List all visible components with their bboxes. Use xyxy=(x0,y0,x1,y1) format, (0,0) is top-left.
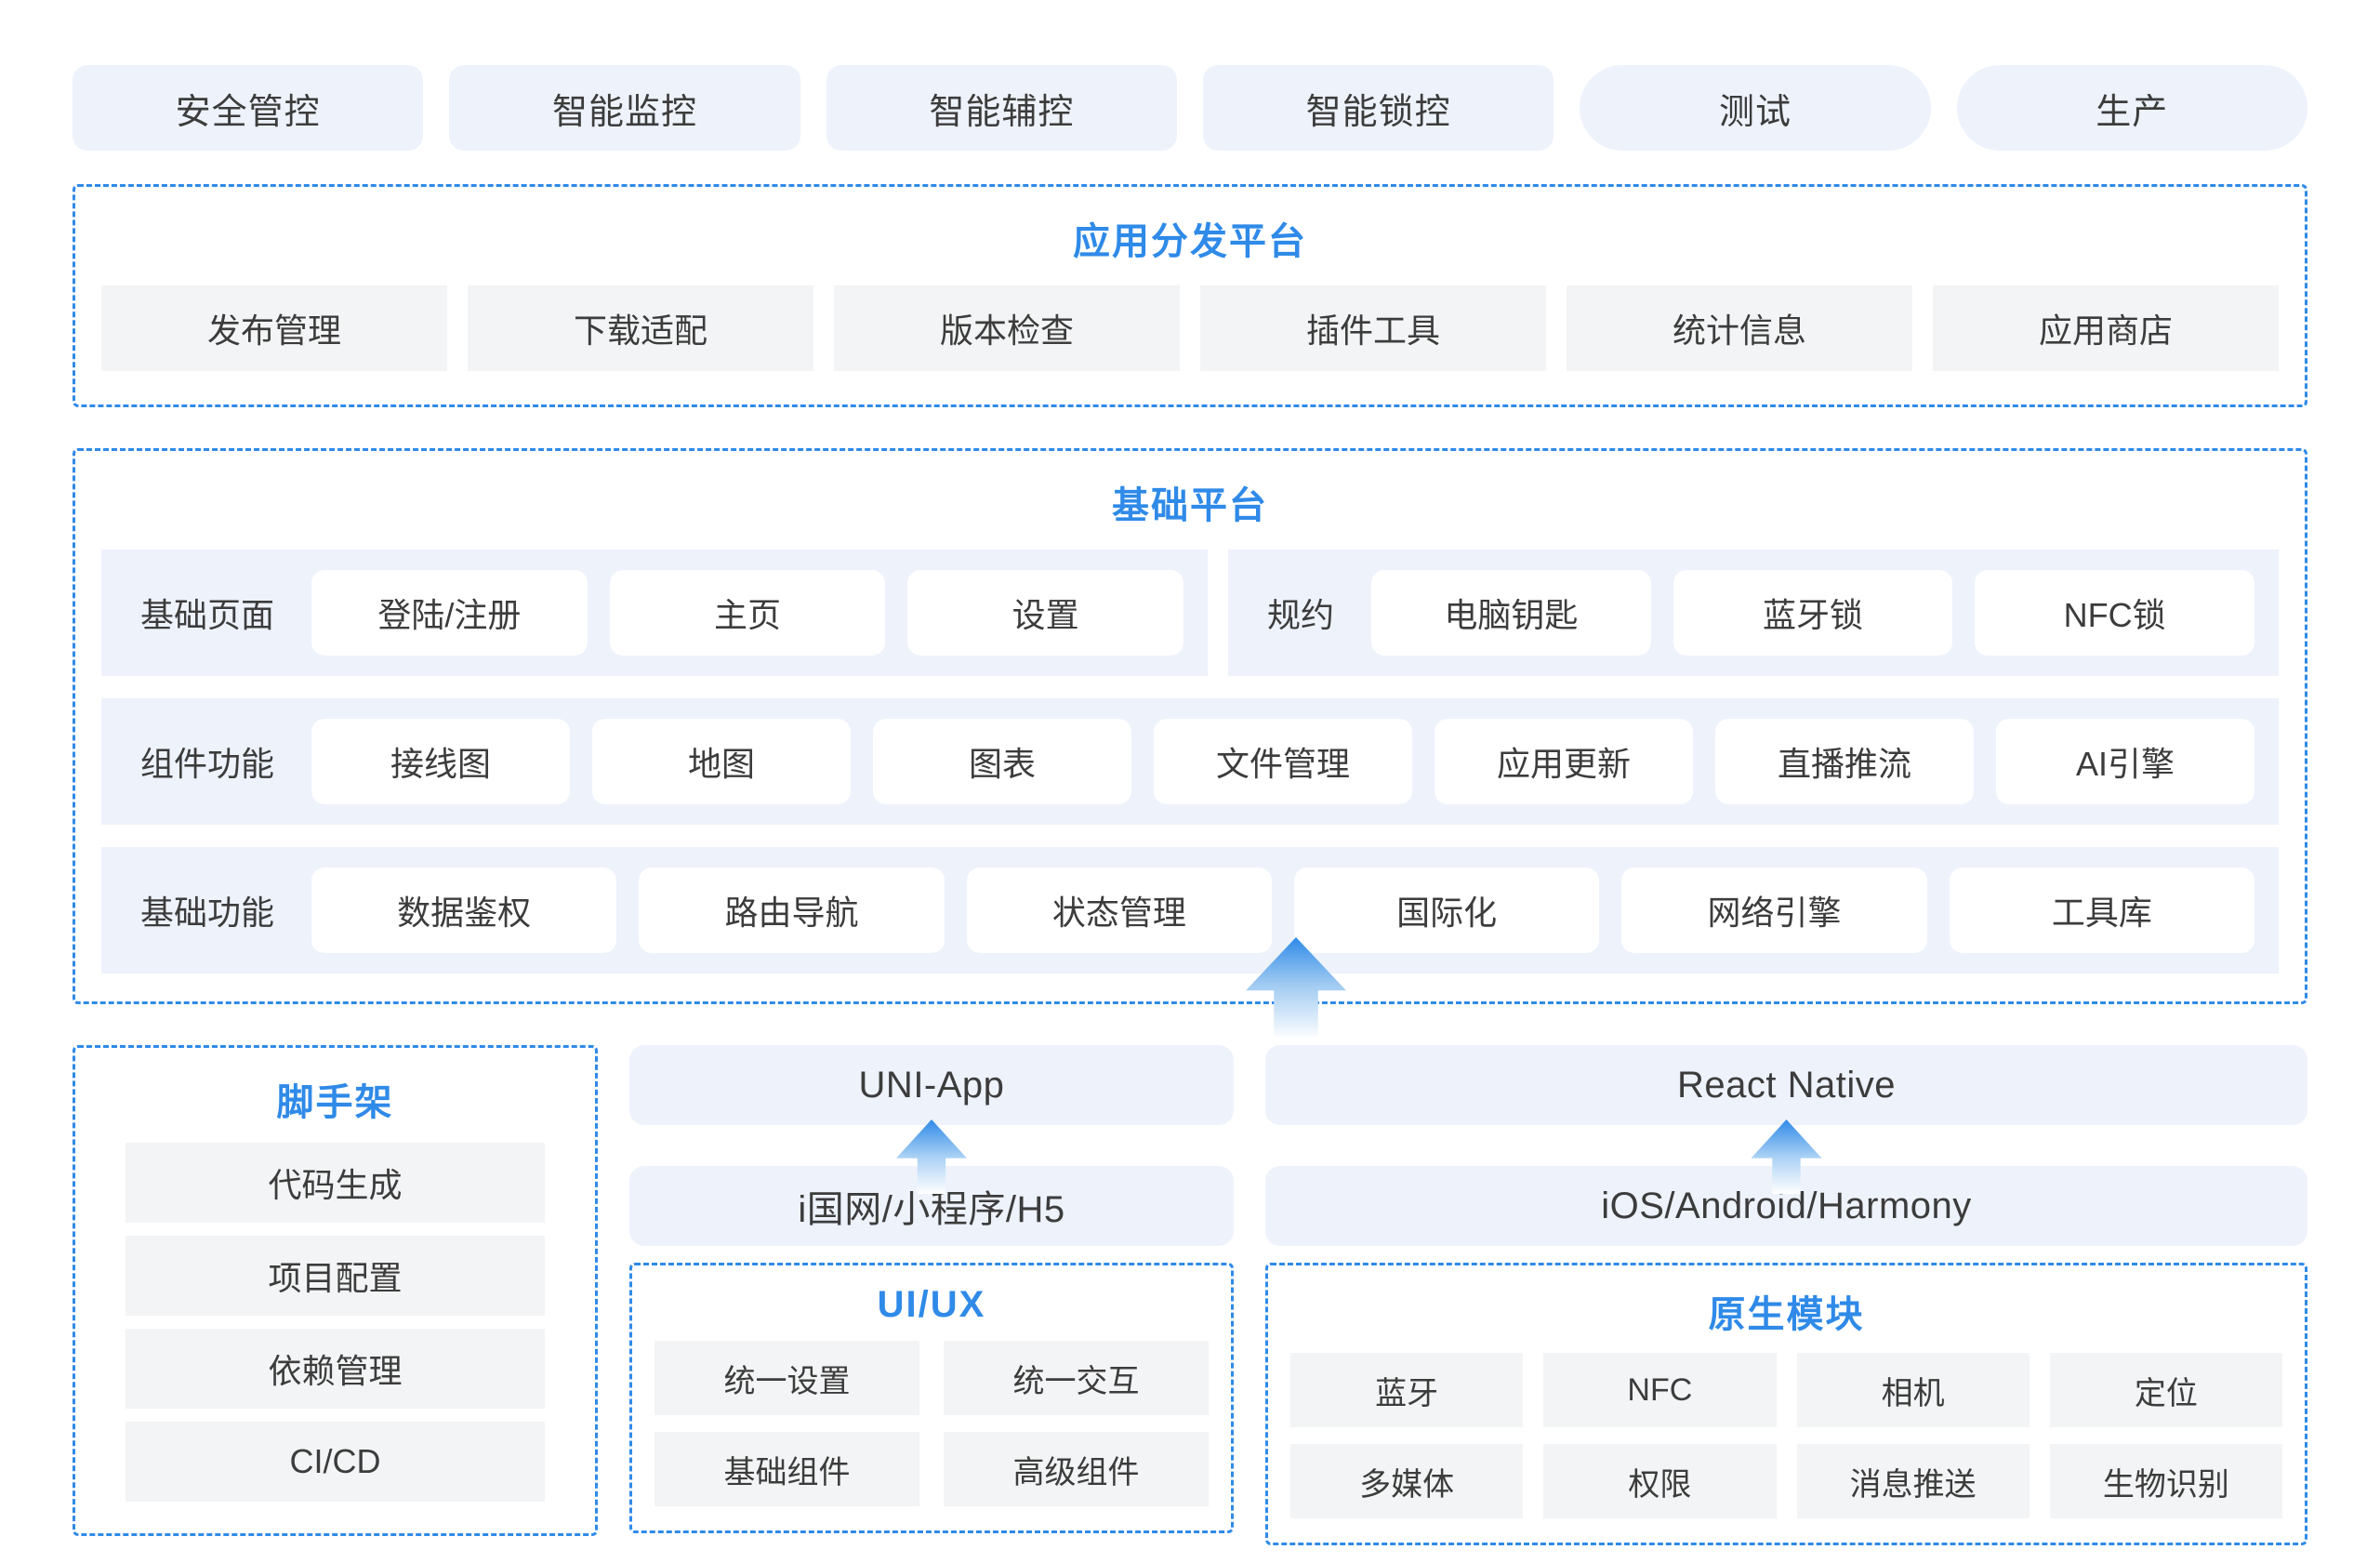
top-scenario-row: 安全管控 智能监控 智能辅控 智能锁控 测试 生产 xyxy=(73,65,2307,151)
uiux-title: UI/UX xyxy=(877,1284,986,1325)
native-module-item[interactable]: 消息推送 xyxy=(1796,1444,2030,1518)
uiux-item[interactable]: 统一交互 xyxy=(944,1341,1209,1415)
uiux-items: 统一设置 统一交互 基础组件 高级组件 xyxy=(654,1341,1209,1506)
base-item[interactable]: 状态管理 xyxy=(966,868,1272,953)
distribution-platform-panel: 应用分发平台 发布管理 下载适配 版本检查 插件工具 统计信息 应用商店 xyxy=(73,184,2307,407)
base-row-functions: 基础功能 数据鉴权 路由导航 状态管理 国际化 网络引擎 工具库 xyxy=(101,847,2279,974)
native-module-item[interactable]: 权限 xyxy=(1543,1444,1777,1518)
base-item[interactable]: 地图 xyxy=(592,719,852,804)
base-platform-title: 基础平台 xyxy=(1112,485,1268,526)
rn-framework[interactable]: React Native xyxy=(1265,1045,2307,1125)
native-module-item[interactable]: 定位 xyxy=(2049,1353,2282,1427)
base-group-label: 组件功能 xyxy=(140,745,275,783)
native-modules-panel: 原生模块 蓝牙 NFC 相机 定位 多媒体 权限 消息推送 生物识别 xyxy=(1265,1263,2307,1545)
uiux-item[interactable]: 基础组件 xyxy=(654,1432,919,1506)
base-item[interactable]: 网络引擎 xyxy=(1621,868,1927,953)
scaffold-title: 脚手架 xyxy=(276,1082,394,1123)
native-modules-title: 原生模块 xyxy=(1708,1294,1865,1335)
bottom-section: 脚手架 代码生成 项目配置 依赖管理 CI/CD UNI-App i国网/小程序… xyxy=(73,1045,2307,1545)
base-item[interactable]: 应用更新 xyxy=(1435,719,1694,804)
base-group-label: 基础功能 xyxy=(140,894,275,932)
uni-arrow-gap xyxy=(629,1119,1234,1194)
scenario-pill-2[interactable]: 智能辅控 xyxy=(826,65,1177,151)
distribution-item[interactable]: 发布管理 xyxy=(101,285,447,371)
native-module-item[interactable]: 多媒体 xyxy=(1290,1444,1524,1518)
base-item[interactable]: NFC锁 xyxy=(1975,570,2254,656)
distribution-item[interactable]: 插件工具 xyxy=(1200,285,1546,371)
uiux-item[interactable]: 统一设置 xyxy=(654,1341,919,1415)
rn-arrow-gap xyxy=(1265,1119,2307,1194)
react-native-stack: React Native iOS/Android/Harmony 原生模块 蓝牙… xyxy=(1265,1045,2307,1545)
base-item[interactable]: AI引擎 xyxy=(1996,719,2255,804)
native-module-item[interactable]: 生物识别 xyxy=(2049,1444,2282,1518)
base-item[interactable]: 路由导航 xyxy=(639,868,945,953)
scenario-pill-3[interactable]: 智能锁控 xyxy=(1202,65,1554,151)
base-item[interactable]: 蓝牙锁 xyxy=(1673,570,1953,656)
scenario-pill-4[interactable]: 测试 xyxy=(1580,65,1931,151)
scenario-pill-5[interactable]: 生产 xyxy=(1956,65,2307,151)
base-row-components: 组件功能 接线图 地图 图表 文件管理 应用更新 直播推流 AI引擎 xyxy=(101,698,2279,825)
uni-app-framework[interactable]: UNI-App xyxy=(629,1045,1234,1125)
base-item[interactable]: 接线图 xyxy=(311,719,571,804)
scaffold-item[interactable]: CI/CD xyxy=(126,1422,545,1502)
scaffold-item[interactable]: 项目配置 xyxy=(126,1236,545,1316)
distribution-platform-title: 应用分发平台 xyxy=(1073,221,1307,262)
distribution-platform-items: 发布管理 下载适配 版本检查 插件工具 统计信息 应用商店 xyxy=(101,285,2279,371)
base-item[interactable]: 电脑钥匙 xyxy=(1371,570,1651,656)
scenario-pill-0[interactable]: 安全管控 xyxy=(73,65,424,151)
uiux-panel: UI/UX 统一设置 统一交互 基础组件 高级组件 xyxy=(629,1263,1234,1533)
native-module-item[interactable]: NFC xyxy=(1543,1353,1777,1427)
base-item[interactable]: 设置 xyxy=(907,570,1183,656)
base-group-components: 组件功能 接线图 地图 图表 文件管理 应用更新 直播推流 AI引擎 xyxy=(101,698,2279,825)
uiux-item[interactable]: 高级组件 xyxy=(944,1432,1209,1506)
distribution-item[interactable]: 版本检查 xyxy=(834,285,1180,371)
base-item[interactable]: 登陆/注册 xyxy=(311,570,588,656)
scaffold-item[interactable]: 代码生成 xyxy=(126,1143,545,1223)
base-platform-panel: 基础平台 基础页面 登陆/注册 主页 设置 规约 电脑钥匙 蓝牙锁 NFC锁 组… xyxy=(73,448,2307,1004)
base-group-functions: 基础功能 数据鉴权 路由导航 状态管理 国际化 网络引擎 工具库 xyxy=(101,847,2279,974)
uni-app-stack: UNI-App i国网/小程序/H5 UI/UX 统一设置 统一交互 基础组件 … xyxy=(629,1045,1234,1533)
scaffold-item[interactable]: 依赖管理 xyxy=(126,1329,545,1409)
base-item[interactable]: 文件管理 xyxy=(1154,719,1413,804)
base-group-protocol: 规约 电脑钥匙 蓝牙锁 NFC锁 xyxy=(1228,550,2279,676)
base-item[interactable]: 工具库 xyxy=(1949,868,2254,953)
distribution-item[interactable]: 应用商店 xyxy=(1933,285,2279,371)
distribution-item[interactable]: 下载适配 xyxy=(468,285,813,371)
base-row-pages: 基础页面 登陆/注册 主页 设置 规约 电脑钥匙 蓝牙锁 NFC锁 xyxy=(101,550,2279,676)
base-item[interactable]: 主页 xyxy=(609,570,886,656)
native-modules-items: 蓝牙 NFC 相机 定位 多媒体 权限 消息推送 生物识别 xyxy=(1290,1353,2282,1518)
base-group-pages: 基础页面 登陆/注册 主页 设置 xyxy=(101,550,1208,676)
scaffold-panel: 脚手架 代码生成 项目配置 依赖管理 CI/CD xyxy=(73,1045,598,1536)
native-module-item[interactable]: 相机 xyxy=(1796,1353,2030,1427)
base-group-label: 基础页面 xyxy=(140,596,275,634)
base-item[interactable]: 直播推流 xyxy=(1715,719,1975,804)
base-item[interactable]: 数据鉴权 xyxy=(311,868,617,953)
distribution-item[interactable]: 统计信息 xyxy=(1567,285,1912,371)
native-module-item[interactable]: 蓝牙 xyxy=(1290,1353,1524,1427)
base-group-label: 规约 xyxy=(1267,596,1335,634)
scenario-pill-1[interactable]: 智能监控 xyxy=(449,65,800,151)
base-item[interactable]: 图表 xyxy=(873,719,1132,804)
uni-app-targets[interactable]: i国网/小程序/H5 xyxy=(629,1166,1234,1246)
base-item[interactable]: 国际化 xyxy=(1294,868,1600,953)
